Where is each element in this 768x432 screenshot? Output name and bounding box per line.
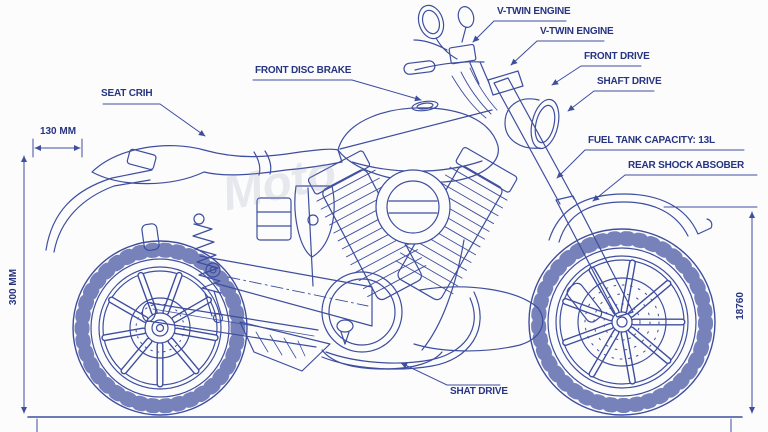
mirror <box>417 4 445 40</box>
leader-lines <box>102 20 758 386</box>
dimension-lines <box>20 138 758 414</box>
rear-wheel <box>72 240 248 416</box>
dimension-300mm: 300 MM <box>8 268 19 306</box>
label-shaft-drive: SHAFT DRIVE <box>597 76 662 87</box>
label-v-twin-engine-1: V-TWIN ENGINE <box>497 6 571 17</box>
headlight <box>504 98 560 150</box>
brake-caliper <box>566 282 603 323</box>
front-wheel <box>528 228 716 416</box>
fuel-cap <box>411 100 439 112</box>
label-v-twin-engine-2: V-TWIN ENGINE <box>540 26 614 37</box>
swingarm <box>199 255 373 372</box>
rear-fender <box>45 148 160 253</box>
frame <box>307 67 498 351</box>
exhaust-muffler <box>141 291 481 370</box>
front-fork <box>487 70 634 318</box>
v-twin-engine <box>307 147 544 370</box>
label-front-disc-brake: FRONT DISC BRAKE <box>255 65 352 76</box>
ground-line <box>27 416 743 432</box>
front-fender <box>548 193 713 243</box>
handlebar <box>403 4 490 85</box>
rear-shock-absorber <box>192 213 224 324</box>
dimension-130mm: 130 MM <box>39 126 77 137</box>
label-fuel-tank-capacity: FUEL TANK CAPACITY: 13L <box>588 135 715 146</box>
label-front-drive: FRONT DRIVE <box>584 51 650 62</box>
label-shaft-drive-bottom: SHAT DRIVE <box>450 386 508 397</box>
dimension-18760: 18760 <box>735 292 746 320</box>
label-seat-grip: SEAT CRIH <box>101 88 153 99</box>
front-brake-disc <box>566 277 667 367</box>
label-rear-shock-absorber: REAR SHOCK ABSOBER <box>628 160 745 171</box>
air-filter-cover <box>375 169 451 245</box>
